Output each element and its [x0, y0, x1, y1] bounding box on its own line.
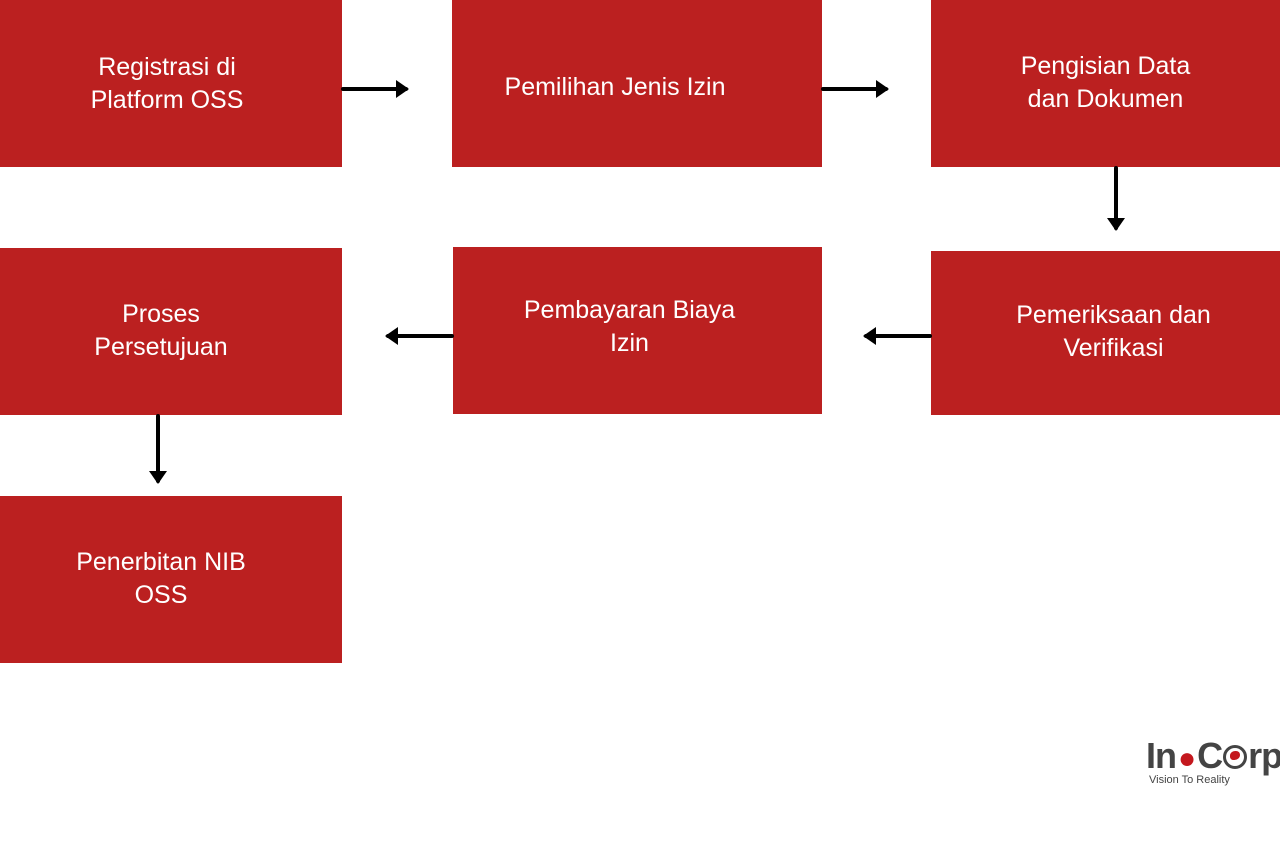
step-penerbitan-line-1: Penerbitan NIB [76, 547, 246, 576]
arrow-persetujuan-to-penerbitan-head [149, 471, 167, 484]
step-pembayaran: Pembayaran Biaya Izin [453, 247, 822, 414]
step-pemilihan-line-1: Pemilihan Jenis Izin [504, 73, 726, 101]
logo-letter-c: C [1197, 735, 1223, 776]
step-registrasi-line-1: Registrasi di [98, 52, 236, 81]
step-pembayaran-line-1: Pembayaran Biaya [523, 295, 736, 324]
step-persetujuan: Proses Persetujuan [0, 248, 342, 415]
step-pemeriksaan-line-1: Pemeriksaan dan [1016, 301, 1211, 329]
step-pengisian-line-1: Pengisian Data [1020, 51, 1191, 80]
arrow-pemilihan-to-pengisian-head [876, 80, 889, 98]
step-penerbitan-line-2: OSS [134, 580, 188, 609]
arrow-pengisian-to-pemeriksaan-head [1107, 218, 1125, 231]
logo-dot-icon: ● [1178, 742, 1196, 775]
arrow-pembayaran-to-persetujuan-head [385, 327, 398, 345]
globe-icon [1223, 745, 1248, 769]
step-pemilihan: Pemilihan Jenis Izin [452, 0, 822, 167]
logo-brand-left: In [1146, 735, 1177, 776]
step-registrasi: Registrasi di Platform OSS [0, 0, 342, 167]
step-persetujuan-line-2: Persetujuan [94, 332, 228, 361]
step-penerbitan: Penerbitan NIB OSS [0, 496, 342, 663]
step-pembayaran-line-2: Izin [610, 328, 649, 357]
logo-tagline: Vision To Reality [1149, 774, 1230, 786]
arrow-pemeriksaan-to-pembayaran-head [863, 327, 876, 345]
arrow-registrasi-to-pemilihan-head [396, 80, 409, 98]
step-pemeriksaan-line-2: Verifikasi [1063, 334, 1164, 362]
step-pengisian-line-2: dan Dokumen [1027, 84, 1184, 113]
step-persetujuan-line-1: Proses [122, 299, 200, 328]
step-registrasi-line-2: Platform OSS [90, 85, 244, 114]
step-pengisian: Pengisian Data dan Dokumen [931, 0, 1280, 167]
logo-brand-right: rp [1248, 735, 1280, 776]
step-pemeriksaan: Pemeriksaan dan Verifikasi [931, 251, 1280, 415]
